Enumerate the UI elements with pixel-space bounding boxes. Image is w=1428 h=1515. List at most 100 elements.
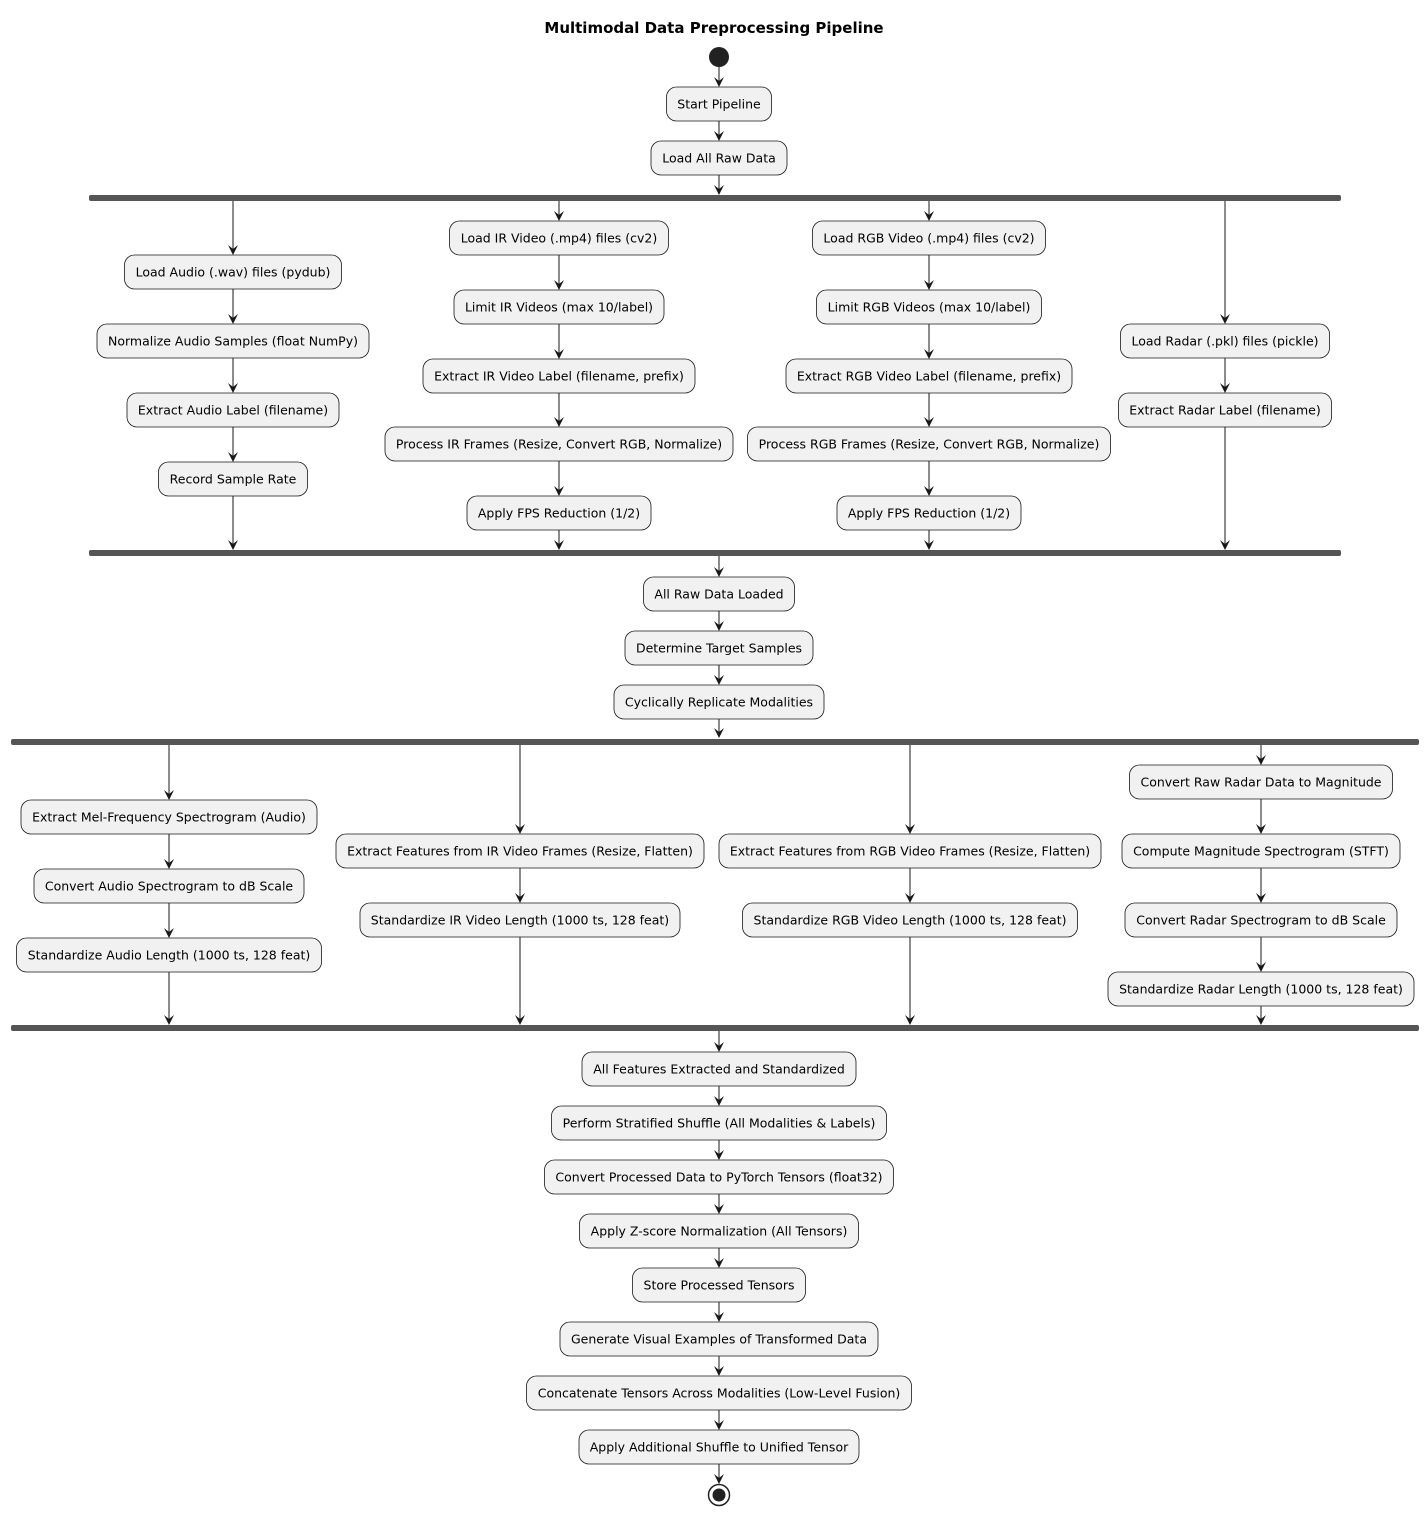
feature-branch-3-step-3-box xyxy=(1107,971,1415,1007)
load-branch-2-step-4-box xyxy=(836,495,1022,531)
feature-branch-1-step-1-box xyxy=(359,902,681,938)
step-final-3-box xyxy=(579,1213,859,1249)
step-middle-0: All Raw Data Loaded xyxy=(643,576,795,612)
edge-to-fork-1-arrowhead xyxy=(714,185,724,195)
edge-middle-1-arrowhead xyxy=(714,675,724,685)
step-final-2: Convert Processed Data to PyTorch Tensor… xyxy=(544,1159,894,1195)
load-branch-0-step-0: Load Audio (.wav) files (pydub) xyxy=(124,254,342,290)
edges-layer xyxy=(164,67,1266,1484)
step-final-1-box xyxy=(551,1105,887,1141)
edge-load-branch-2-0-arrowhead xyxy=(924,280,934,290)
load-branch-2-step-2-box xyxy=(785,358,1073,394)
load-branch-0-step-2-label: Extract Audio Label (filename) xyxy=(138,403,328,418)
load-branch-1-step-0-box xyxy=(449,220,669,256)
load-branch-1-step-0: Load IR Video (.mp4) files (cv2) xyxy=(449,220,669,256)
edge-feature-branch-3-in-arrowhead xyxy=(1256,755,1266,765)
load-branch-2-step-0: Load RGB Video (.mp4) files (cv2) xyxy=(812,220,1046,256)
step-final-3-label: Apply Z-score Normalization (All Tensors… xyxy=(591,1224,848,1239)
step-final-6: Concatenate Tensors Across Modalities (L… xyxy=(526,1375,912,1411)
load-branch-2-step-4-label: Apply FPS Reduction (1/2) xyxy=(848,506,1010,521)
feature-branch-2-step-0-label: Extract Features from RGB Video Frames (… xyxy=(730,844,1090,859)
edge-final-6-arrowhead xyxy=(714,1420,724,1430)
edge-load-branch-1-out-arrowhead xyxy=(554,540,564,550)
edge-load-branch-0-in-arrowhead xyxy=(228,245,238,255)
load-branch-1-step-2-label: Extract IR Video Label (filename, prefix… xyxy=(434,369,684,384)
edge-load-branch-1-1-arrowhead xyxy=(554,349,564,359)
load-branch-3-step-0-label: Load Radar (.pkl) files (pickle) xyxy=(1131,334,1318,349)
step-final-1: Perform Stratified Shuffle (All Modaliti… xyxy=(551,1105,887,1141)
edge-feature-branch-0-1-arrowhead xyxy=(164,928,174,938)
edge-load-branch-0-out-arrowhead xyxy=(228,540,238,550)
edge-final-2-arrowhead xyxy=(714,1204,724,1214)
load-branch-2-step-3-label: Process RGB Frames (Resize, Convert RGB,… xyxy=(759,437,1100,452)
load-branch-1-step-4: Apply FPS Reduction (1/2) xyxy=(466,495,652,531)
edge-load-branch-0-1-arrowhead xyxy=(228,383,238,393)
edge-feature-branch-3-out-arrowhead xyxy=(1256,1015,1266,1025)
fork-bar-features xyxy=(11,739,1419,745)
feature-branch-0-step-0-label: Extract Mel-Frequency Spectrogram (Audio… xyxy=(32,810,306,825)
step-final-4-box xyxy=(632,1267,806,1303)
step-load-all-raw-data-box xyxy=(650,140,788,176)
step-middle-2-box xyxy=(613,684,825,720)
feature-branch-2-step-0-box xyxy=(718,833,1102,869)
edge-feature-branch-1-in-arrowhead xyxy=(515,824,525,834)
edge-to-raw-loaded-arrowhead xyxy=(714,567,724,577)
load-branch-3-step-1-label: Extract Radar Label (filename) xyxy=(1129,403,1320,418)
load-branch-0-step-1-box xyxy=(96,323,370,359)
load-branch-1-step-2: Extract IR Video Label (filename, prefix… xyxy=(422,358,696,394)
step-start-pipeline: Start Pipeline xyxy=(666,86,772,122)
edge-load-branch-2-3-arrowhead xyxy=(924,486,934,496)
feature-branch-2-step-1-label: Standardize RGB Video Length (1000 ts, 1… xyxy=(754,913,1067,928)
edge-feature-branch-3-0-arrowhead xyxy=(1256,824,1266,834)
feature-branch-1-step-1: Standardize IR Video Length (1000 ts, 12… xyxy=(359,902,681,938)
load-branch-0-step-3-box xyxy=(158,461,308,497)
step-final-7-label: Apply Additional Shuffle to Unified Tens… xyxy=(590,1440,849,1455)
step-final-0: All Features Extracted and Standardized xyxy=(581,1051,857,1087)
end-node-dot xyxy=(712,1488,726,1502)
edge-to-fork-2-arrowhead xyxy=(714,728,724,738)
load-branch-2-step-1-box xyxy=(816,289,1042,325)
feature-branch-3-step-3: Standardize Radar Length (1000 ts, 128 f… xyxy=(1107,971,1415,1007)
edge-to-end-arrowhead xyxy=(714,1474,724,1484)
edge-feature-branch-0-in-arrowhead xyxy=(164,790,174,800)
feature-branch-1-step-0-box xyxy=(335,833,705,869)
step-final-4-label: Store Processed Tensors xyxy=(644,1278,795,1293)
load-branch-2-step-0-label: Load RGB Video (.mp4) files (cv2) xyxy=(823,231,1034,246)
edge-load-branch-1-2-arrowhead xyxy=(554,417,564,427)
edge-to-load-all-arrowhead xyxy=(714,131,724,141)
load-branch-0-step-2-box xyxy=(126,392,340,428)
edge-feature-branch-2-0-arrowhead xyxy=(905,893,915,903)
edge-load-branch-2-2-arrowhead xyxy=(924,417,934,427)
step-final-4: Store Processed Tensors xyxy=(632,1267,806,1303)
feature-branch-3-step-0-label: Convert Raw Radar Data to Magnitude xyxy=(1140,775,1381,790)
edge-load-branch-0-0-arrowhead xyxy=(228,314,238,324)
feature-branch-3-step-1-box xyxy=(1121,833,1401,869)
load-branch-0-step-3-label: Record Sample Rate xyxy=(170,472,297,487)
edge-feature-branch-2-out-arrowhead xyxy=(905,1015,915,1025)
step-final-0-box xyxy=(581,1051,857,1087)
load-branch-1-step-0-label: Load IR Video (.mp4) files (cv2) xyxy=(461,231,658,246)
step-final-2-label: Convert Processed Data to PyTorch Tensor… xyxy=(555,1170,882,1185)
edge-load-branch-1-3-arrowhead xyxy=(554,486,564,496)
step-middle-2-label: Cyclically Replicate Modalities xyxy=(625,695,813,710)
start-node xyxy=(709,47,729,67)
edge-feature-branch-0-0-arrowhead xyxy=(164,859,174,869)
load-branch-2-step-2-label: Extract RGB Video Label (filename, prefi… xyxy=(797,369,1061,384)
edge-load-branch-2-1-arrowhead xyxy=(924,349,934,359)
load-branch-2-step-0-box xyxy=(812,220,1046,256)
step-start-pipeline-box xyxy=(666,86,772,122)
load-branch-0-step-0-label: Load Audio (.wav) files (pydub) xyxy=(136,265,331,280)
feature-branch-2-step-1-box xyxy=(742,902,1078,938)
step-start-pipeline-label: Start Pipeline xyxy=(677,97,761,112)
feature-branch-0-step-2: Standardize Audio Length (1000 ts, 128 f… xyxy=(16,937,322,973)
feature-branch-0-step-0-box xyxy=(20,799,318,835)
step-middle-0-label: All Raw Data Loaded xyxy=(654,587,783,602)
edge-feature-branch-1-out-arrowhead xyxy=(515,1015,525,1025)
feature-branch-3-step-0-box xyxy=(1129,764,1393,800)
load-branch-0-step-0-box xyxy=(124,254,342,290)
feature-branch-2-step-0: Extract Features from RGB Video Frames (… xyxy=(718,833,1102,869)
edge-final-4-arrowhead xyxy=(714,1312,724,1322)
feature-branch-3-step-2-label: Convert Radar Spectrogram to dB Scale xyxy=(1136,913,1386,928)
load-branch-1-step-1-label: Limit IR Videos (max 10/label) xyxy=(465,300,653,315)
edge-final-5-arrowhead xyxy=(714,1366,724,1376)
